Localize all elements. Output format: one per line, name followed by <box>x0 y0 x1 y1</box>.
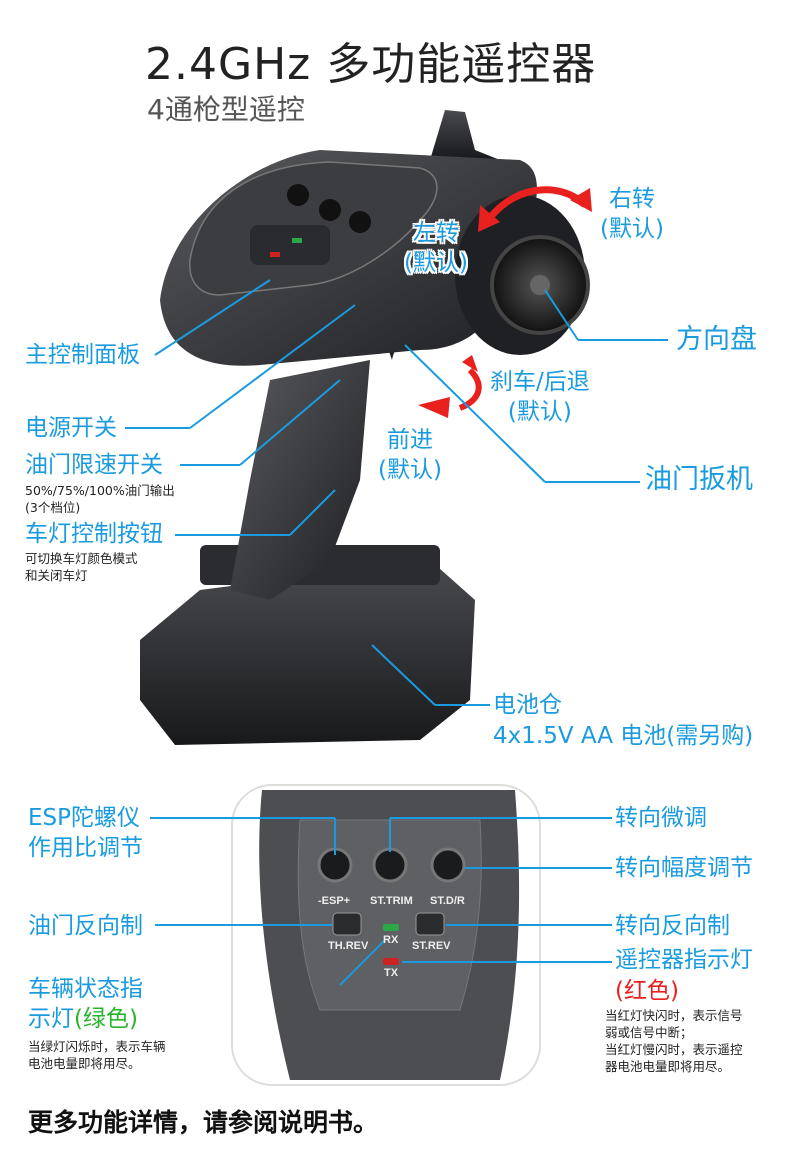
throttle-limit-note: 50%/75%/100%油门输出(3个档位) <box>25 483 175 515</box>
knob-label-st-dr: ST.D/R <box>430 895 465 907</box>
st-dr-label: 转向幅度调节 <box>615 855 753 881</box>
steering-wheel-label: 方向盘 <box>676 324 757 355</box>
page-subtitle: 4通枪型遥控 <box>147 93 305 126</box>
left-turn-label: 左转(默认) <box>404 220 468 276</box>
st-trim-label: 转向微调 <box>615 805 707 831</box>
throttle-limit-label: 油门限速开关 <box>25 452 163 478</box>
led-label-rx: RX <box>383 934 399 946</box>
main-panel-label: 主控制面板 <box>25 342 140 368</box>
forward-label: 前进(默认) <box>378 427 442 483</box>
knob-label-st-trim: ST.TRIM <box>370 895 413 907</box>
esp-label: ESP陀螺仪作用比调节 <box>28 805 143 861</box>
switch-label-th-rev: TH.REV <box>328 940 369 952</box>
light-button-label: 车灯控制按钮 <box>25 521 163 547</box>
st-rev-label: 转向反向制 <box>615 913 730 939</box>
rx-led-label: 车辆状态指示灯(绿色) <box>28 976 143 1032</box>
battery-spec: 4x1.5V AA 电池(需另购) <box>493 723 754 749</box>
led-label-tx: TX <box>384 967 399 979</box>
page-title: 2.4GHz 多功能遥控器 <box>145 39 597 90</box>
footer-note: 更多功能详情，请参阅说明书。 <box>28 1108 379 1137</box>
knob-label-esp: -ESP+ <box>318 895 351 907</box>
power-switch-label: 电源开关 <box>25 415 117 441</box>
right-turn-label: 右转(默认) <box>600 186 664 242</box>
battery-label: 电池仓 <box>493 692 562 718</box>
tx-led-label: 遥控器指示灯 <box>615 947 753 973</box>
th-rev-label: 油门反向制 <box>28 913 143 939</box>
tx-led-notes: 当红灯快闪时，表示信号弱或信号中断；当红灯慢闪时，表示遥控器电池电量即将用尽。 <box>605 1008 743 1074</box>
switch-label-st-rev: ST.REV <box>412 940 451 952</box>
throttle-trigger-label: 油门扳机 <box>645 464 753 495</box>
rx-led-notes: 当绿灯闪烁时，表示车辆电池电量即将用尽。 <box>28 1039 166 1071</box>
tx-led-color: (红色) <box>615 978 679 1004</box>
brake-reverse-label: 刹车/后退(默认) <box>490 369 590 425</box>
light-button-note: 可切换车灯颜色模式和关闭车灯 <box>25 551 138 583</box>
